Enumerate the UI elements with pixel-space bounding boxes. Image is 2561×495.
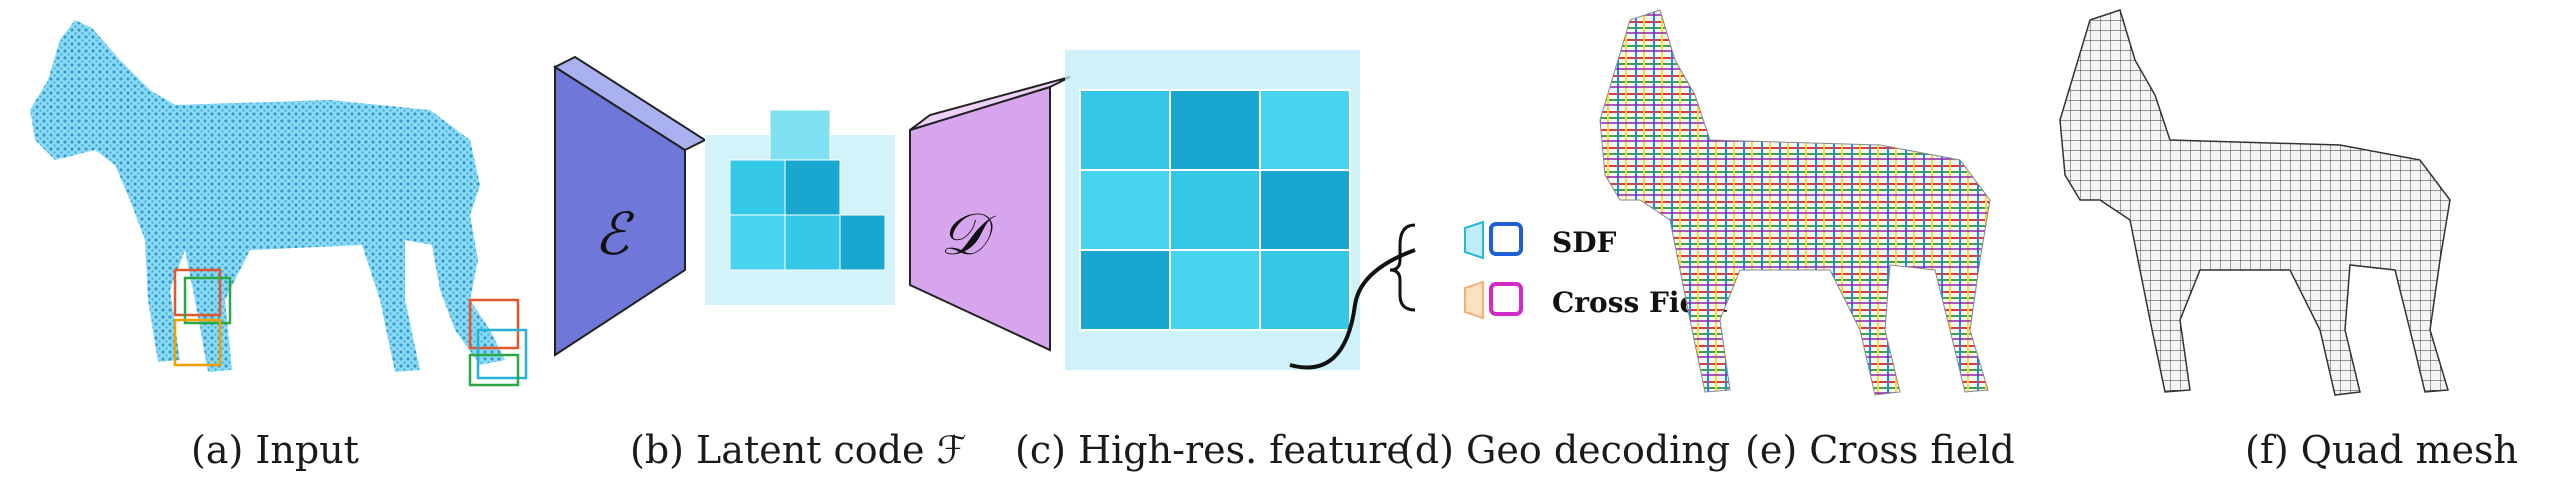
highres-voxel-grid (1065, 50, 1360, 370)
decoder-symbol: 𝒟 (940, 200, 987, 268)
caption-latent-code: (b) Latent code ℱ (630, 428, 967, 472)
sdf-label: SDF (1552, 226, 1617, 259)
caption-quad-mesh: (f) Quad mesh (2245, 428, 2518, 472)
decoding-connector (1289, 223, 1416, 370)
encoder-block (552, 55, 705, 357)
caption-high-res-feature: (c) High-res. feature (1015, 428, 1409, 472)
cross-field-head-icon (1464, 280, 1523, 320)
caption-geo-decoding: (d) Geo decoding (1400, 428, 1731, 472)
caption-input: (a) Input (191, 428, 359, 472)
cross-field-horse (1599, 9, 1991, 396)
latent-voxel-grid (705, 109, 895, 305)
point-cloud-horse (30, 20, 528, 387)
caption-cross-field: (e) Cross field (1745, 428, 2015, 472)
decoder-block (909, 76, 1070, 352)
encoder-symbol: ℰ (594, 200, 630, 268)
quad-mesh-horse (2059, 9, 2451, 396)
sdf-head-icon (1464, 220, 1523, 260)
